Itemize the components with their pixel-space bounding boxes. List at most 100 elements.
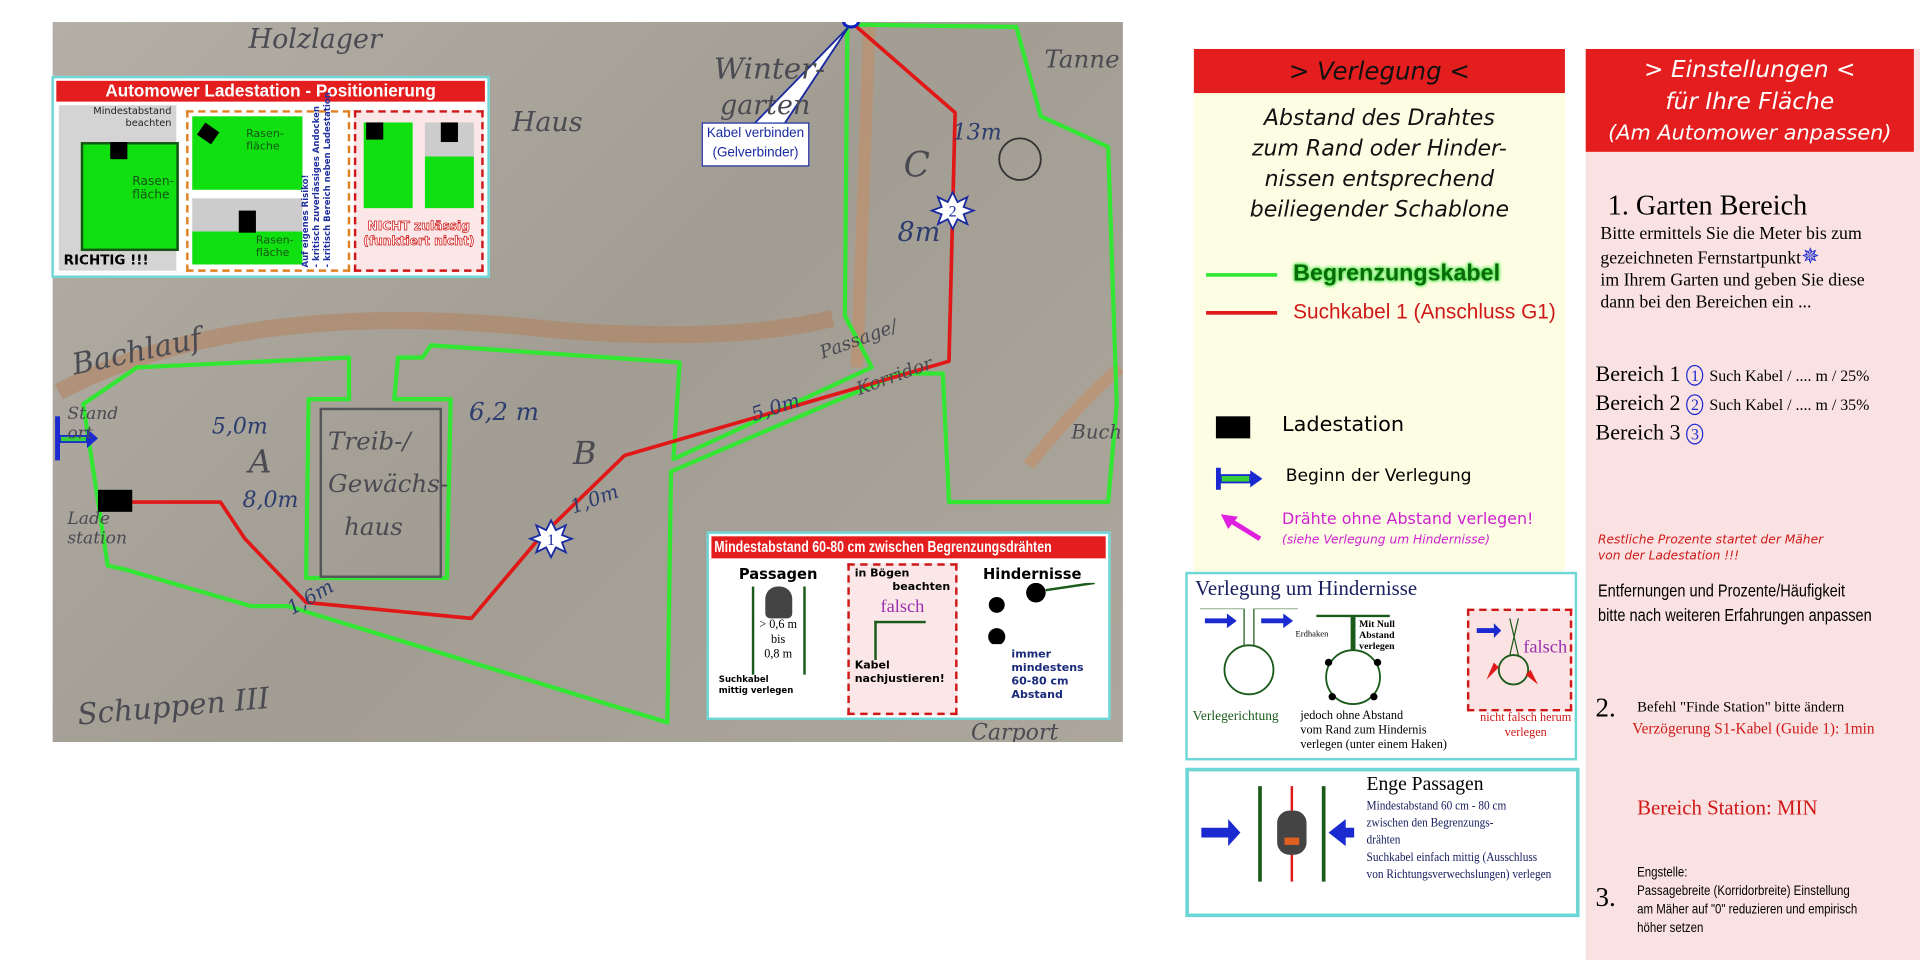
kabel-line2: nachjustieren! [854,673,945,686]
distance-5m-a: 5,0m [211,413,268,440]
s3-line1: Engstelle: [1637,865,1688,881]
erdhaken-obstacle-icon [1316,614,1390,706]
rasen-area: Rasen-fläche [80,142,179,252]
enge-line1: Mindestabstand 60 cm - 80 cm [1366,799,1507,814]
label-tanne: Tanne [1044,44,1120,74]
header-line3: (Am Automower anpassen) [1608,121,1892,146]
label-treib: Treib-/ [328,426,411,456]
immer-line2: mindestens [1011,662,1084,675]
label-winter: Winter- [713,51,826,86]
such-line1: Suchkabel [718,674,769,685]
header-line2: für Ihre Fläche [1665,88,1835,116]
richtung-label: Verlegerichtung [1192,708,1279,724]
s2-red-text: Verzögerung S1-Kabel (Guide 1): 1min [1632,720,1875,738]
hindernisse-box-title: Verlegung um Hindernisse [1195,576,1418,601]
enge-line2: zwischen den Begrenzungs- [1366,816,1494,831]
bereich-station-text: Bereich Station: MIN [1637,795,1818,820]
passagen-title: Passagen [738,565,818,583]
s3-number: 3. [1595,881,1616,913]
corner-wire [874,620,926,661]
label-buche: Buche [1071,420,1123,444]
s1-line4: dann bei den Bereichen ein ... [1600,292,1812,313]
label-gewaechs: Gewächs- [328,468,449,499]
such-line2: mittig verlegen [718,685,794,696]
label-holzlager: Holzlager [248,24,382,56]
bereich-label: Bereich 1 [1595,361,1681,386]
wrong-obstacle-icon [1476,618,1538,686]
einstellungen-panel: > Einstellungen < für Ihre Fläche (Am Au… [1585,48,1920,960]
s2-number: 2. [1595,691,1616,723]
star-badge-icon: 1 [1686,364,1704,386]
path-bachlauf [54,310,835,400]
bereich-row-3: Bereich 3 3 [1596,419,1920,448]
verlegung-panel: > Verlegung < Abstand des Drahtes zum Ra… [1193,48,1565,576]
flaeche-label: fläche [246,140,280,154]
label-haus: Haus [511,107,583,139]
null-line3: verlegen [1359,640,1395,652]
star-1-label: 1 [547,532,555,549]
enge-line4: Suchkabel einfach mittig (Ausschluss [1366,851,1538,865]
risk-line1: Auf eigenes Risiko! [300,174,311,268]
label-lade-station: Lade station [67,509,128,549]
boundary-swatch [1206,273,1278,277]
bereich-label: Bereich 2 [1595,390,1681,416]
tree-icon [998,137,1042,181]
star-2-icon [929,190,977,232]
erdhaken-label: Erdhaken [1295,629,1329,640]
enge-passage-icon [1201,786,1355,882]
legend-guide: Suchkabel 1 (Anschluss G1) [1206,300,1556,324]
s3-text: Engstelle: Passagebreite (Korridorbreite… [1637,864,1920,937]
risk-text: Auf eigenes Risiko! - kritisch zuverläss… [300,92,334,268]
station-icon [238,210,256,233]
guide-swatch [1206,311,1278,315]
label-area-c: C [903,144,930,185]
jedoch-line3: verlegen (unter einem Haken) [1300,738,1447,752]
distance-6-2m: 6,2 m [468,396,539,427]
nicht-falsch-line2: verlegen [1504,726,1547,740]
rest-line1: Restliche Prozente startet der Mäher [1597,533,1824,548]
guide-cable [97,22,957,621]
jedoch-line1: jedoch ohne Abstand [1300,708,1404,723]
hindernisse-title: Hindernisse [982,565,1082,583]
boundary-label: Begrenzungskabel [1293,260,1501,287]
distance-13m: 13m [952,120,1002,146]
verlegung-header: > Verlegung < [1193,48,1565,94]
s1-line2: gezeichneten Fernstartpunkt [1600,248,1802,269]
nodist-label: Drähte ohne Abstand verlegen! [1282,510,1534,529]
mindest-label: Mindestabstand [93,105,172,117]
s3-line2: Passagebreite (Korridorbreite) Einstellu… [1637,884,1850,899]
boegen-line2: beachten [892,581,951,594]
distance-8m: 8m [897,217,941,249]
station-legend-label: Ladestation [1282,412,1405,438]
intro-line1: Abstand des Drahtes [1263,105,1495,132]
nicht-line1: NICHT zulässig [367,220,471,234]
s1-line1: Bitte ermittels Sie die Meter bis zum [1600,224,1862,244]
bereich-row-2: Bereich 2 2 Such Kabel / .... m / 35% [1596,389,1920,418]
entf-line2: bitte nach weiteren Erfahrungen anpassen [1597,604,1872,625]
boegen-line1: in Bögen [854,568,910,581]
null-line2: Abstand [1359,629,1395,641]
bereich-value: Such Kabel / .... m / 25% [1709,366,1870,385]
nodist-sub-label: (siehe Verlegung um Hindernisse) [1282,533,1490,548]
nicht-falsch-line1: nicht falsch herum [1480,711,1572,725]
guide-label: Suchkabel 1 (Anschluss G1) [1293,300,1556,324]
callout-kabel-verbinden: Kabel verbinden (Gelverbinder) [701,122,810,167]
start-legend-label: Beginn der Verlegung [1285,466,1472,487]
s2-text: Befehl "Finde Station" bitte ändern [1637,697,1845,716]
header-line1: > Einstellungen < [1644,56,1856,84]
callout-line2: (Gelverbinder) [712,145,799,161]
legend-boundary: Begrenzungskabel [1206,261,1500,288]
bereich-label: Bereich 3 [1595,420,1681,445]
dist-min: > 0,6 m [759,618,798,632]
s3-line4: höher setzen [1637,920,1704,936]
greenhouse-outline [319,407,443,578]
correct-obstacle-icon [1200,608,1298,696]
einstellungen-header: > Einstellungen < für Ihre Fläche (Am Au… [1585,48,1914,152]
